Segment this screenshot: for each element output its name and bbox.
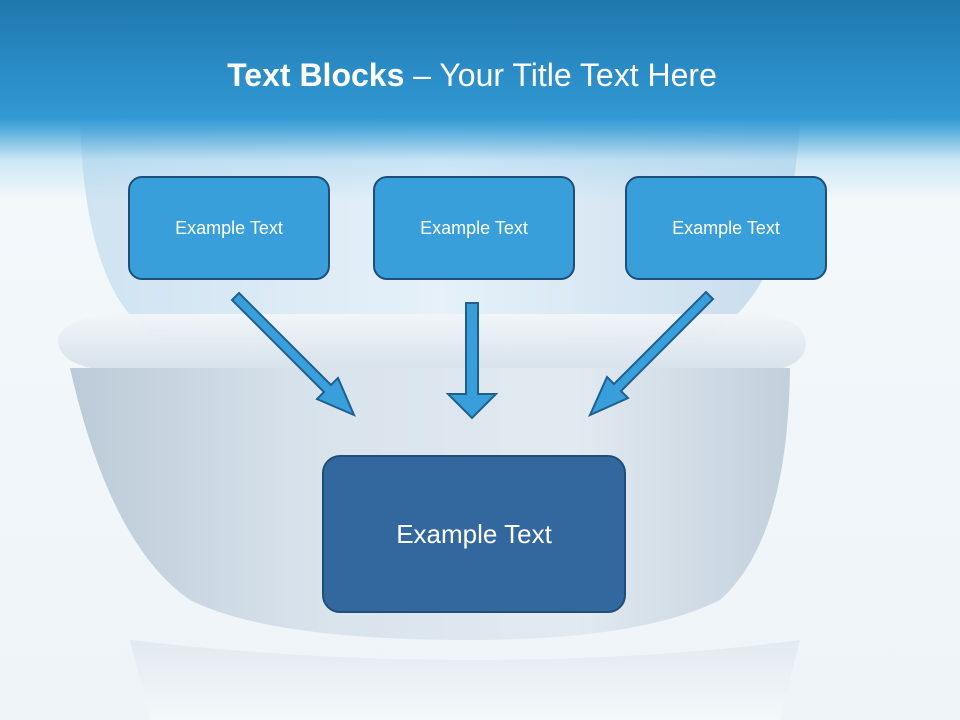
- text-block-left[interactable]: Example Text: [128, 176, 330, 280]
- arrow-center-down: [445, 302, 499, 420]
- arrow-left-diagonal: [230, 291, 356, 417]
- text-block-left-label: Example Text: [175, 217, 283, 238]
- slide-title: Text Blocks – Your Title Text Here: [0, 52, 944, 98]
- text-block-center[interactable]: Example Text: [373, 176, 575, 280]
- text-block-right[interactable]: Example Text: [625, 176, 827, 280]
- text-block-bottom[interactable]: Example Text: [322, 455, 626, 613]
- text-block-right-label: Example Text: [672, 217, 780, 238]
- title-bold-part: Text Blocks: [227, 57, 405, 93]
- arrow-right-diagonal: [588, 290, 715, 417]
- text-block-center-label: Example Text: [420, 217, 528, 238]
- title-rest-part: – Your Title Text Here: [404, 57, 717, 93]
- text-block-bottom-label: Example Text: [396, 518, 552, 549]
- header-band: [0, 0, 960, 200]
